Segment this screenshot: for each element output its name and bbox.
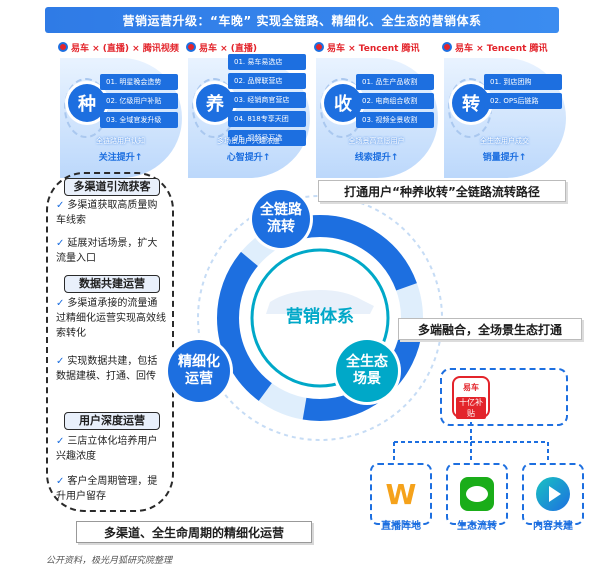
node-text: 全链路流转 — [260, 201, 302, 236]
ring-segments — [217, 215, 423, 421]
page-banner: 营销运营升级：“车晚” 实现全链路、精细化、全生态的营销体系 — [45, 7, 559, 33]
yiche-logo-icon — [314, 42, 324, 52]
section-title: 数据共建运营 — [64, 275, 160, 293]
panel-item-text: 实现数据共建，包括数据建模、打通、回传 — [56, 356, 158, 382]
yiche-logo-icon — [58, 42, 68, 52]
stage-item: 04. 818专享天团 — [228, 111, 306, 127]
yiche-app-icon: 易车 十亿补贴 — [452, 376, 490, 419]
node-text: 精细化运营 — [178, 353, 220, 388]
stage-item: 03. 经销商官营店 — [228, 92, 306, 108]
stage-item: 01. 易车易选店 — [228, 54, 306, 70]
stage-brand-text: 易车 × Tencent 腾讯 — [455, 43, 548, 54]
stage-item: 05. 视频号互选 — [228, 130, 306, 146]
yiche-logo-icon — [186, 42, 196, 52]
stage-brands: 易车 × (直播) × 腾讯视频 — [58, 38, 186, 56]
tag-chain: 打通用户“种养收转”全链路流转路径 — [318, 180, 566, 202]
wechat-card — [446, 463, 508, 525]
stage-item: 01. 品生产品收割 — [356, 74, 434, 90]
section-title: 用户深度运营 — [64, 412, 160, 430]
eco-label: 直播阵地 — [381, 521, 421, 532]
stage-item: 02. 亿级用户补贴 — [100, 93, 178, 109]
panel-item-text: 客户全周期管理，提升用户留存 — [56, 476, 158, 502]
stage-brand-text: 易车 × (直播) × 腾讯视频 — [71, 43, 179, 54]
stage-note: 全链路用户认知 — [96, 137, 145, 145]
live-card: W — [370, 463, 432, 525]
panel-item: ✓多渠道获取高质量购车线索 — [56, 198, 166, 228]
stage-plant: 易车 × (直播) × 腾讯视频 种 01. 明星晚会造势 02. 亿级用户补贴… — [58, 38, 186, 178]
stage-brand-text: 易车 × (直播) — [199, 43, 258, 54]
check-icon: ✓ — [56, 238, 65, 249]
check-icon: ✓ — [56, 436, 65, 447]
stage-items: 01. 明星晚会造势 02. 亿级用户补贴 03. 全域官发升级 — [100, 74, 178, 131]
operations-panel — [46, 172, 174, 512]
stage-item: 03. 全域官发升级 — [100, 112, 178, 128]
wechat-icon — [460, 477, 494, 511]
node-full-chain: 全链路流转 — [252, 190, 310, 248]
stage-note: 多场景用户兴趣浓度 — [217, 137, 280, 145]
panel-item-text: 延展对话场景，扩大流量入口 — [56, 238, 158, 264]
stage-item: 03. 视频全景收割 — [356, 112, 434, 128]
root-brand: 易车 — [463, 383, 479, 392]
stage-ring — [192, 78, 236, 138]
panel-item: ✓延展对话场景，扩大流量入口 — [56, 236, 166, 266]
stage-note: 全场景高意愿用户 — [348, 137, 405, 145]
eco-root-frame — [440, 368, 568, 426]
panel-item: ✓三店立体化培养用户兴趣浓度 — [56, 434, 166, 464]
stage-items: 01. 易车易选店 02. 品牌联营店 03. 经销商官营店 04. 818专享… — [228, 54, 306, 149]
panel-item: ✓客户全周期管理，提升用户留存 — [56, 474, 166, 504]
eco-label: 内容共建 — [533, 521, 573, 532]
video-card — [522, 463, 584, 525]
stage-harvest: 易车 × Tencent 腾讯 收 01. 品生产品收割 02. 电商组合收割 … — [314, 38, 442, 178]
live-icon: W — [385, 477, 417, 511]
yiche-logo-icon — [442, 42, 452, 52]
stage-caption: 心智提升↑ — [226, 153, 271, 163]
bottom-caption: 多渠道、全生命周期的精细化运营 — [76, 521, 312, 543]
stage-char: 收 — [324, 84, 362, 122]
node-fine-ops: 精细化运营 — [168, 340, 230, 402]
stage-brands: 易车 × Tencent 腾讯 — [314, 38, 442, 56]
check-icon: ✓ — [56, 298, 65, 309]
stage-convert: 易车 × Tencent 腾讯 转 01. 到店团购 02. OPS后链路 全生… — [442, 38, 570, 178]
stage-caption: 销量提升↑ — [482, 153, 527, 163]
panel-item-text: 三店立体化培养用户兴趣浓度 — [56, 436, 158, 462]
panel-item: ✓多渠道承接的流量通过精细化运营实现高效线索转化 — [56, 296, 166, 341]
stage-nurture: 易车 × (直播) 养 01. 易车易选店 02. 品牌联营店 03. 经销商官… — [186, 38, 314, 178]
eco-label: 生态流转 — [457, 521, 497, 532]
panel-item: ✓实现数据共建，包括数据建模、打通、回传 — [56, 354, 166, 384]
check-icon: ✓ — [56, 200, 65, 211]
node-text: 全生态场景 — [346, 353, 388, 388]
source-note: 公开资料，极光月狐研究院整理 — [46, 556, 173, 566]
root-badge: 十亿补贴 — [456, 397, 486, 419]
node-full-eco: 全生态场景 — [336, 340, 398, 402]
center-label: 营销体系 — [286, 307, 354, 327]
stage-items: 01. 品生产品收割 02. 电商组合收割 03. 视频全景收割 — [356, 74, 434, 131]
stage-brands: 易车 × (直播) — [186, 38, 314, 56]
stage-item: 02. 品牌联营店 — [228, 73, 306, 89]
stage-brands: 易车 × Tencent 腾讯 — [442, 38, 570, 56]
tag-eco: 多端融合，全场景生态打通 — [398, 318, 582, 340]
stage-item: 01. 到店团购 — [484, 74, 562, 90]
car-icon — [266, 290, 374, 314]
stage-char: 养 — [196, 84, 234, 122]
panel-item-text: 多渠道承接的流量通过精细化运营实现高效线索转化 — [56, 298, 166, 339]
stage-item: 02. OPS后链路 — [484, 93, 562, 109]
video-icon — [536, 477, 570, 511]
stage-item: 01. 明星晚会造势 — [100, 74, 178, 90]
stage-items: 01. 到店团购 02. OPS后链路 — [484, 74, 562, 112]
check-icon: ✓ — [56, 476, 65, 487]
section-title: 多渠道引流获客 — [64, 178, 160, 196]
stage-caption: 线索提升↑ — [354, 153, 399, 163]
stage-caption: 关注提升↑ — [98, 153, 143, 163]
stage-char: 种 — [68, 84, 106, 122]
stage-char: 转 — [452, 84, 490, 122]
stage-item: 02. 电商组合收割 — [356, 93, 434, 109]
tree-connectors — [393, 422, 549, 464]
panel-item-text: 多渠道获取高质量购车线索 — [56, 200, 158, 226]
check-icon: ✓ — [56, 356, 65, 367]
stage-brand-text: 易车 × Tencent 腾讯 — [327, 43, 420, 54]
stage-note: 全生态用户成交 — [480, 137, 529, 145]
